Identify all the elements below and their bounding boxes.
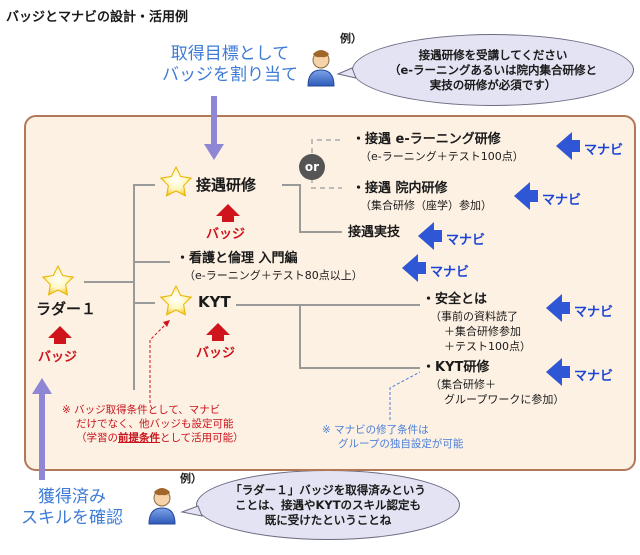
note-red-line3: （学習の前提条件として活用可能） [62,431,244,445]
note-red-line3-a: （学習の [76,432,118,444]
example-label-bottom: 例） [180,472,202,485]
node-ladder-label: ラダー１ [36,300,97,318]
star-ladder [41,264,75,296]
badge-label-ladder: バッジ [38,350,78,365]
note-red-line2: だけでなく、他バッジも設定可能 [76,418,234,430]
note-blue: ※ マナビの修了条件は グループの独自設定が可能 [322,423,463,451]
manabi-label-4: マナビ [430,265,470,280]
note-blue-line1: ※ マナビの修了条件は [322,424,429,436]
assign-caption: 取得目標として バッジを割り当て [150,44,310,86]
speech-bubble-top: 接遇研修を受講してください （e-ラーニングあるいは院内集合研修と 実技の研修が… [352,34,634,106]
confirm-caption-line2: スキルを確認 [21,508,123,528]
note-red-line1: ※ バッジ取得条件として、マナビ [62,404,221,416]
item-anzen-title: ・安全とは [422,292,488,307]
star-kyt [159,284,193,316]
assign-arrow [204,96,224,160]
node-setsugu-label: 接遇研修 [196,176,257,194]
note-red-leader [149,324,166,403]
speech-bubble-bottom: 「ラダー１」バッジを取得済みという ことは、接遇やKYTのスキル認定も 既に受け… [196,470,460,540]
note-blue-line2: グループの独自設定が可能 [338,438,464,450]
manabi-label-2: マナビ [542,193,582,208]
bubble-top-line2: （e-ラーニングあるいは院内集合研修と [388,62,598,77]
or-connectors [311,139,342,189]
badge-label-kyt: バッジ [196,346,236,361]
badge-up-arrows [48,204,240,344]
node-kyt-label: KYT [198,293,231,311]
bubble-bottom-line2: ことは、接遇やKYTのスキル認定も [234,497,422,512]
person-icon-bottom [148,488,176,525]
bubble-top-line1: 接遇研修を受講してください [418,47,568,62]
item-kytk-title: ・KYT研修 [422,360,490,375]
manabi-label-5: マナビ [574,305,614,320]
manabi-label-1: マナビ [584,143,624,158]
example-label-top: 例） [340,32,362,45]
note-blue-leader [389,371,421,420]
item-innai-sub: （集合研修（座学）参加） [360,199,492,212]
item-anzen-sub-line2: ＋集合研修参加 [444,325,521,338]
manabi-label-3: マナビ [446,233,486,248]
tree-connectors [84,184,420,390]
item-jitsugi-title: 接遇実技 [348,225,401,240]
person-icon-top [307,50,335,87]
badge-label-setsugu: バッジ [206,227,246,242]
item-anzen-sub-line3: ＋テスト100点） [444,340,531,353]
item-elearn-title: ・接遇 e-ラーニング研修 [352,132,501,147]
assign-caption-line1: 取得目標として [170,44,290,64]
item-anzen-sub-line1: （事前の資料読了 [430,310,518,323]
bubble-top-line3: 実技の研修が必須です） [429,77,557,92]
manabi-arrows [402,132,580,386]
item-elearn-sub: （e-ラーニング＋テスト100点） [360,150,524,163]
item-kytk-sub-line1: （集合研修＋ [430,378,496,391]
confirm-caption-line1: 獲得済み [38,487,106,507]
note-red-emphasis: 前提条件 [118,432,160,444]
bubble-bottom-line1: 「ラダー１」バッジを取得済みという [230,482,426,497]
item-kytk-sub-line2: グループワークに参加） [444,393,565,406]
bubble-bottom-line3: 既に受けたということね [264,512,392,527]
note-red-line3-b: として活用可能） [160,432,244,444]
bubble-bottom-tail [180,505,203,517]
diagram-panel [24,115,636,471]
item-kango-title: ・看護と倫理 入門編 [176,251,298,266]
manabi-label-6: マナビ [574,369,614,384]
star-setsugu [159,165,193,197]
note-red: ※ バッジ取得条件として、マナビ だけでなく、他バッジも設定可能 （学習の前提条… [62,403,244,445]
item-kytk-sub: （集合研修＋ グループワークに参加） [430,377,564,407]
assign-caption-line2: バッジを割り当て [162,65,298,85]
item-kango-sub: （e-ラーニング＋テスト80点以上） [184,269,363,282]
page-title: バッジとマナビの設計・活用例 [6,10,189,25]
confirm-arrow [32,378,52,480]
bubble-top-tail [336,67,357,79]
confirm-caption: 獲得済み スキルを確認 [12,487,132,529]
item-innai-title: ・接遇 院内研修 [352,181,448,196]
or-circle: or [299,154,325,180]
item-anzen-sub: （事前の資料読了 ＋集合研修参加 ＋テスト100点） [430,309,531,354]
